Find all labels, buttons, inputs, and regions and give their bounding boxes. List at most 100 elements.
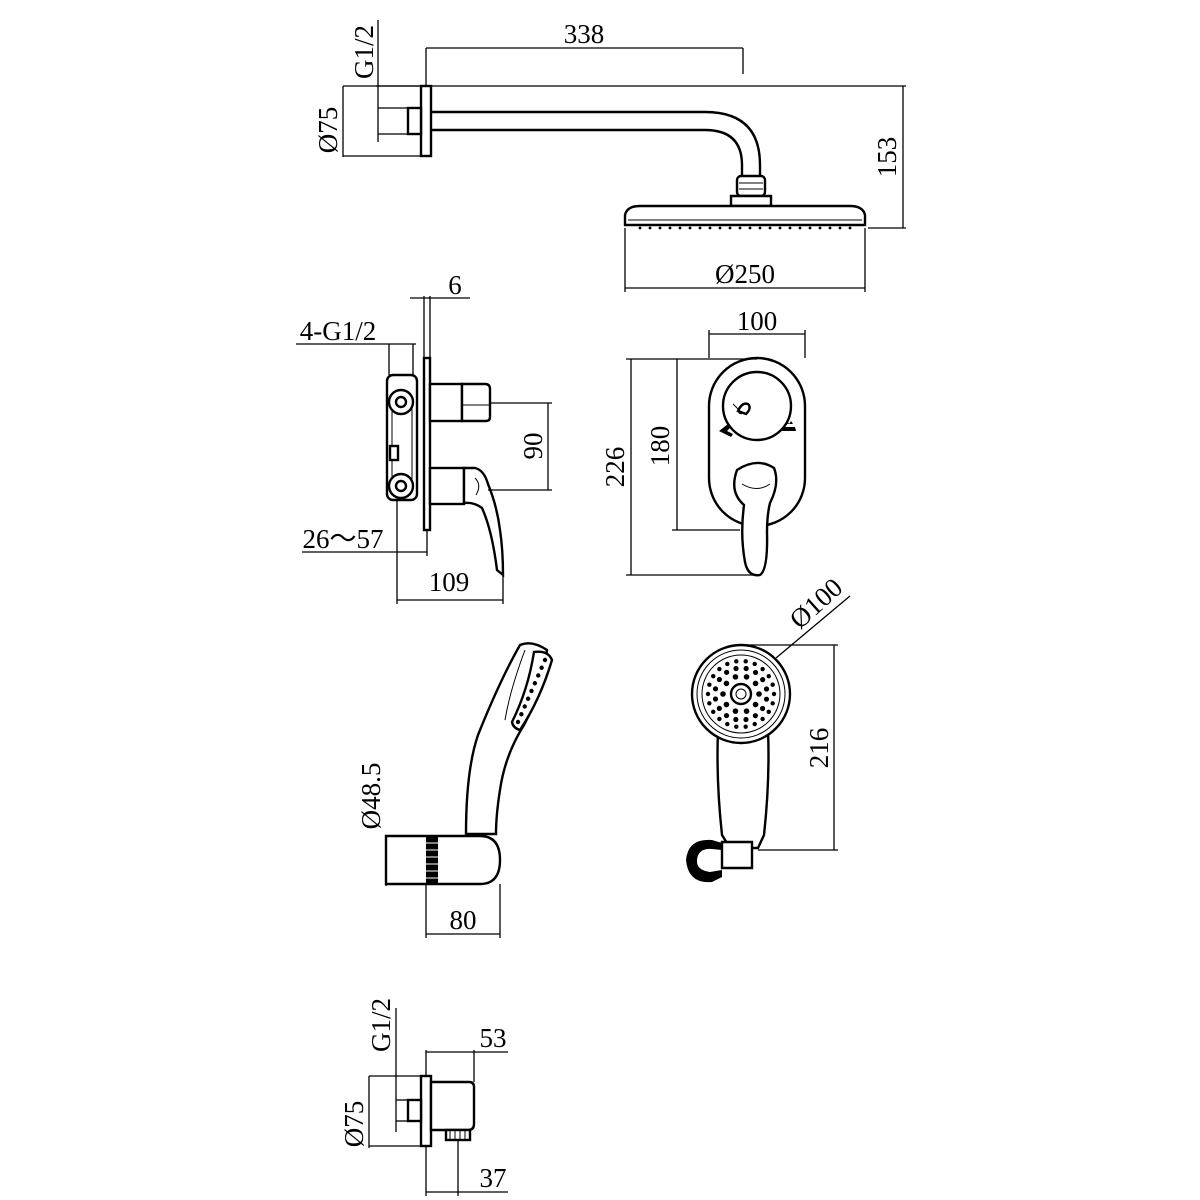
- shower-head-nozzles: [638, 226, 852, 230]
- mixer-front-view: 100 180 226: [600, 306, 807, 577]
- spray-nozzle: [716, 705, 722, 711]
- spray-nozzle: [752, 721, 757, 727]
- spray-nozzle: [760, 666, 765, 672]
- overhead-nozzle: [848, 226, 852, 230]
- spray-nozzle: [733, 716, 739, 723]
- overhead-shower-view: 338 153 G1/2 Ø75 Ø250: [313, 19, 906, 292]
- shower-arm-bottom: [431, 128, 744, 178]
- spray-nozzle: [752, 713, 758, 719]
- spray-nozzle: [712, 696, 719, 702]
- shower-head: [623, 204, 867, 227]
- spray-nozzle: [752, 661, 757, 667]
- spray-nozzle: [752, 669, 759, 676]
- spray-face-nozzles-front: [705, 659, 777, 729]
- spray-nozzle: [724, 669, 730, 675]
- overhead-nozzle: [778, 226, 782, 230]
- overhead-nozzle: [638, 226, 642, 230]
- joint-nut: [729, 194, 773, 208]
- ball-joint: [735, 174, 767, 198]
- spray-nozzle: [743, 716, 749, 723]
- diverter-knob: [460, 382, 492, 423]
- overhead-nozzle: [658, 226, 662, 230]
- overhead-nozzle: [668, 226, 672, 230]
- spray-nozzle: [759, 705, 766, 712]
- spray-nozzle: [770, 701, 775, 706]
- shower-arm-top: [431, 110, 762, 178]
- overhead-outlet-symbol: [782, 421, 796, 431]
- dim-drop-height: 153: [872, 137, 902, 178]
- spray-nozzle: [712, 686, 719, 692]
- hose-connector: [720, 840, 754, 870]
- spray-nozzle-side: [525, 696, 531, 701]
- spray-nozzle: [766, 709, 771, 715]
- spray-nozzle-side: [536, 673, 541, 678]
- mixer-lever-front: [733, 461, 778, 577]
- spray-nozzle: [723, 680, 730, 687]
- spray-nozzle: [732, 708, 739, 714]
- spray-nozzle: [743, 665, 749, 672]
- dim-install-depth: 26～57: [303, 524, 384, 554]
- spray-nozzle-side: [519, 712, 524, 717]
- outlet-inlet-nipple: [406, 1098, 423, 1123]
- hand-shower-holder: [384, 834, 502, 886]
- spray-nozzle: [732, 674, 739, 680]
- overhead-nozzle: [748, 226, 752, 230]
- spray-nozzle: [752, 701, 759, 708]
- dim-plate-width: 100: [737, 306, 778, 336]
- diverter-knob-front: [721, 370, 793, 442]
- overhead-nozzle: [698, 226, 702, 230]
- overhead-nozzle: [758, 226, 762, 230]
- dim-outlet-offset: 37: [480, 1163, 507, 1193]
- spray-nozzle: [771, 691, 777, 697]
- spray-nozzle: [760, 677, 766, 683]
- spray-nozzle-side: [542, 657, 548, 663]
- hand-shower-side-view: Ø48.5 80: [356, 642, 554, 938]
- dim-outlet-depth: 53: [480, 1023, 507, 1053]
- handshower-outlet-symbol: [719, 424, 733, 437]
- dim-holder-length: 80: [450, 905, 477, 935]
- spray-nozzle: [711, 709, 716, 715]
- overhead-nozzle: [808, 226, 812, 230]
- spray-nozzle-side: [522, 704, 527, 709]
- outlet-body: [429, 1080, 476, 1132]
- dim-handle-dia: Ø48.5: [356, 763, 386, 830]
- spray-nozzle: [770, 682, 775, 687]
- overhead-nozzle: [738, 226, 742, 230]
- spray-nozzle: [763, 696, 770, 702]
- spray-nozzle: [743, 724, 748, 729]
- spray-nozzle: [743, 708, 750, 714]
- spray-nozzle-side: [539, 665, 544, 670]
- inlet-nipple: [406, 106, 423, 136]
- spray-nozzle: [723, 701, 730, 708]
- lever-escutcheon: [428, 466, 466, 506]
- overhead-nozzle: [648, 226, 652, 230]
- mixer-lever: [462, 466, 505, 578]
- dim-projection: 109: [429, 567, 470, 597]
- spray-nozzle: [743, 674, 750, 680]
- spray-nozzle: [725, 721, 730, 727]
- overhead-nozzle: [708, 226, 712, 230]
- spray-nozzle: [717, 666, 722, 672]
- spray-nozzle-side: [515, 719, 521, 725]
- overhead-nozzle: [728, 226, 732, 230]
- mixer-side-view: 6 4-G1/2 90 26～57 109: [296, 270, 552, 604]
- dim-arm-flange-dia: Ø75: [313, 107, 343, 154]
- overhead-nozzle: [818, 226, 822, 230]
- spray-nozzle: [705, 691, 711, 697]
- spray-nozzle: [752, 680, 759, 687]
- spray-nozzle: [716, 676, 723, 683]
- spray-nozzle: [734, 724, 739, 729]
- wall-outlet-view: G1/2 Ø75 53 37: [339, 998, 508, 1196]
- spray-nozzle: [717, 716, 722, 722]
- spray-nozzle: [760, 716, 765, 722]
- dim-arm-length: 338: [564, 19, 605, 49]
- dim-overall-height: 226: [600, 447, 630, 488]
- dim-arm-inlet-thread: G1/2: [349, 25, 379, 79]
- spray-nozzle: [766, 673, 771, 679]
- spray-nozzle: [720, 691, 726, 697]
- spray-nozzle: [725, 661, 730, 667]
- outlet-wall-flange: [419, 1074, 433, 1148]
- dim-inner-height: 180: [645, 426, 675, 467]
- dim-inlet-threads: 4-G1/2: [300, 316, 377, 346]
